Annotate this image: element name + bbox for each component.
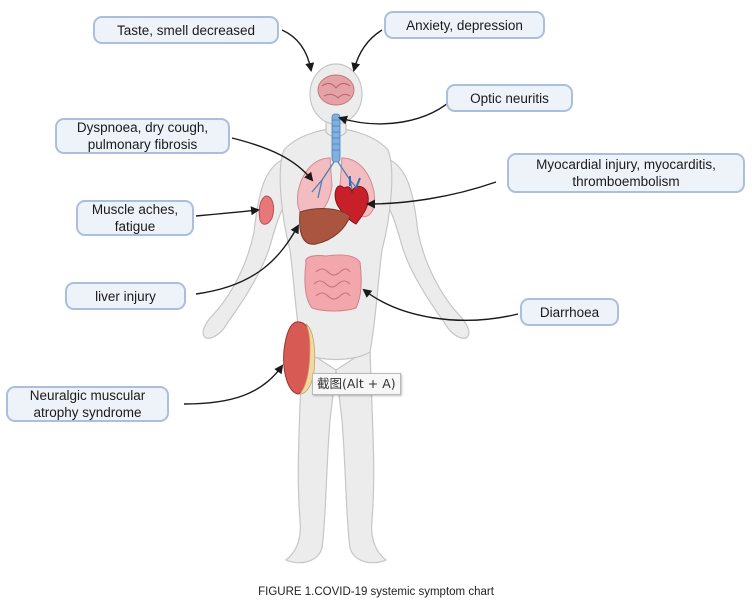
label-taste-smell: Taste, smell decreased: [93, 16, 279, 44]
brain: [317, 74, 355, 106]
label-myocardial: Myocardial injury, myocarditis, thromboe…: [507, 153, 745, 193]
screenshot-tooltip: 截图(Alt + A): [312, 373, 401, 395]
arrow-dyspnoea: [231, 137, 314, 182]
intestines: [304, 254, 362, 312]
arrow-liver: [195, 224, 299, 295]
figure-caption: FIGURE 1.COVID-19 systemic symptom chart: [258, 586, 494, 598]
arrow-taste: [281, 29, 315, 72]
thigh-muscle: [283, 321, 316, 395]
liver: [299, 208, 351, 245]
arrow-myocardial: [366, 181, 497, 209]
label-muscle-aches: Muscle aches, fatigue: [76, 200, 194, 236]
heart: [334, 176, 369, 225]
label-optic-neuritis: Optic neuritis: [446, 84, 573, 112]
arrow-neuralgic: [183, 364, 284, 405]
trachea: [331, 113, 341, 163]
arrow-anxiety: [351, 29, 383, 72]
arrow-muscle: [195, 206, 260, 217]
label-neuralgic: Neuralgic muscular atrophy syndrome: [6, 386, 169, 422]
arm-muscle: [258, 195, 275, 225]
label-diarrhoea: Diarrhoea: [520, 298, 619, 326]
label-liver-injury: liver injury: [65, 282, 186, 310]
arrows: [183, 29, 519, 405]
label-dyspnoea: Dyspnoea, dry cough, pulmonary fibrosis: [55, 118, 230, 154]
arrow-diarrhoea: [362, 288, 519, 321]
label-anxiety-depression: Anxiety, depression: [384, 11, 545, 39]
arrow-optic: [338, 95, 457, 125]
